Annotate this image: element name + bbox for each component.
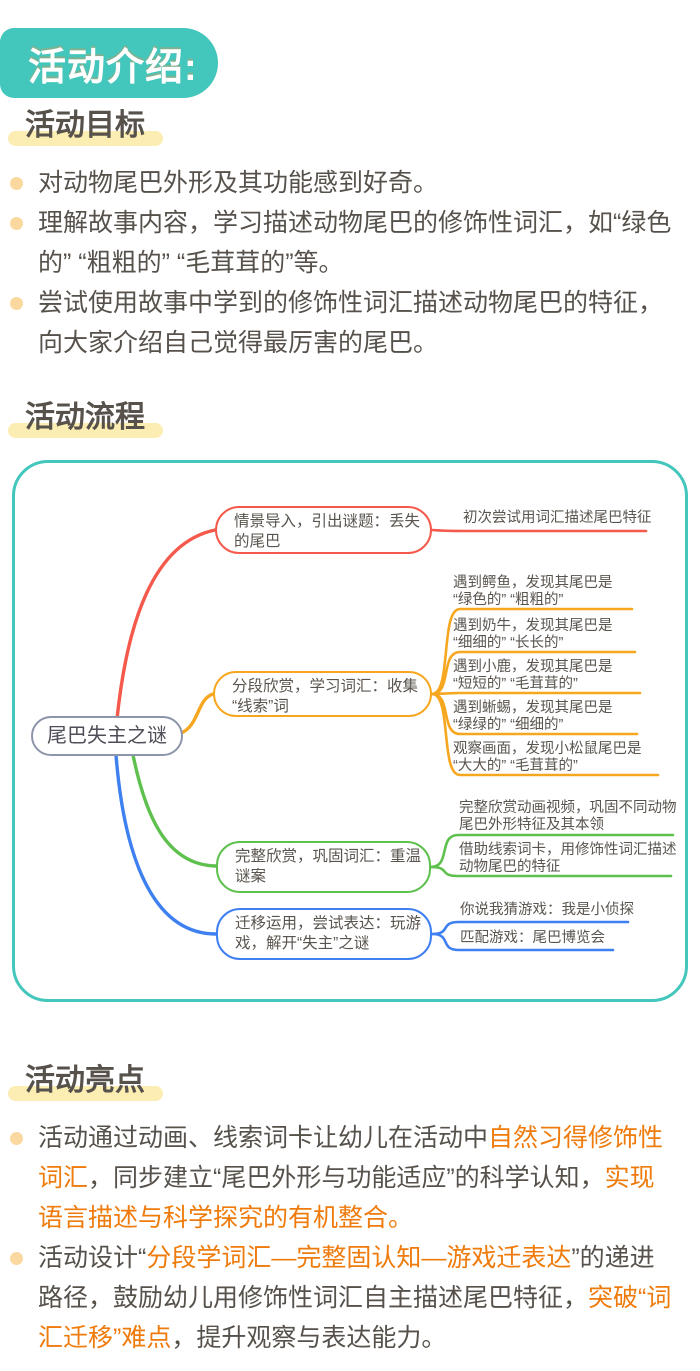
section-title: 活动亮点 — [25, 1064, 145, 1097]
list-item: 活动设计“分段学词汇—完整固认知—游戏迁表达”的递进路径，鼓励幼儿用修饰性词汇自… — [10, 1238, 672, 1358]
leaf-line-yellow — [430, 607, 634, 696]
text-segment-accent: 突破“词汇迁移”难点 — [38, 1284, 672, 1352]
text-segment-accent: 分段学词汇—完整固认知—游戏迁表达 — [146, 1244, 572, 1272]
list-item: 对动物尾巴外形及其功能感到好奇。 — [10, 163, 672, 203]
bullet-dot — [10, 297, 23, 310]
text-segment-accent: 自然习得修饰性词汇 — [38, 1124, 664, 1192]
branch-curve-blue — [114, 753, 218, 936]
mindmap-branch-node: 情景导入，引出谜题：丢失 的尾巴 — [215, 506, 432, 554]
text-segment: ”的递进路径，鼓励幼儿用修饰性词汇自主描述尾巴特征， — [38, 1244, 655, 1312]
mindmap-leaf: 观察画面，发现小松鼠尾巴是 “大大的” “毛茸茸的” — [453, 741, 642, 774]
bullet-text: 活动通过动画、线索词卡让幼儿在活动中自然习得修饰性词汇，同步建立“尾巴外形与功能… — [38, 1118, 672, 1238]
text-segment: ，提升观察与表达能力。 — [171, 1324, 447, 1352]
leaf-line-yellow — [430, 691, 642, 696]
branch-curve-red — [115, 528, 217, 721]
mindmap-leaf: 遇到小鹿，发现其尾巴是 “短短的” “毛茸茸的” — [453, 659, 613, 692]
list-item: 尝试使用故事中学到的修饰性词汇描述动物尾巴的特征，向大家介绍自己觉得最厉害的尾巴… — [10, 283, 672, 363]
leaf-line-yellow — [430, 692, 660, 777]
mindmap-branch-node: 迁移运用，尝试表达：玩游 戏，解开“失主”之谜 — [216, 908, 432, 960]
mindmap-root-node: 尾巴失主之谜 — [31, 716, 183, 756]
leaf-line-green — [429, 833, 675, 869]
section-heading-flow: 活动流程 — [8, 392, 163, 438]
leaf-line-yellow — [430, 650, 637, 696]
text-segment: ，同步建立“尾巴外形与功能适应”的科学认知， — [88, 1164, 605, 1192]
section-heading-highlights: 活动亮点 — [8, 1055, 163, 1101]
heading-highlight-bar — [8, 423, 163, 438]
mindmap-leaf: 完整欣赏动画视频，巩固不同动物 尾巴外形特征及其本领 — [459, 800, 677, 833]
mindmap-branch-node: 完整欣赏，巩固词汇：重温 谜案 — [216, 841, 431, 893]
branch-curve-green — [131, 753, 218, 868]
bullet-text: 尝试使用故事中学到的修饰性词汇描述动物尾巴的特征，向大家介绍自己觉得最厉害的尾巴… — [38, 289, 664, 357]
text-segment-accent: 实现语言描述与科学探究的有机整合。 — [38, 1164, 655, 1232]
bullet-dot — [10, 1252, 23, 1265]
leaf-line-red — [430, 528, 648, 533]
heading-highlight-bar — [8, 1086, 163, 1101]
page-title: 活动介绍: — [28, 46, 198, 89]
leaf-line-blue — [430, 932, 615, 952]
mindmap-leaf: 遇到蜥蜴，发现其尾巴是 “绿绿的” “细细的” — [453, 700, 613, 733]
highlights-bullet-list: 活动通过动画、线索词卡让幼儿在活动中自然习得修饰性词汇，同步建立“尾巴外形与功能… — [10, 1118, 672, 1358]
mindmap-branch-node: 分段欣赏，学习词汇：收集 “线索”词 — [213, 671, 432, 717]
bullet-dot — [10, 217, 23, 230]
mindmap-leaf: 初次尝试用词汇描述尾巴特征 — [463, 510, 652, 526]
mindmap-canvas: 尾巴失主之谜 情景导入，引出谜题：丢失 的尾巴 分段欣赏，学习词汇：收集 “线索… — [12, 460, 688, 1002]
section-heading-goals: 活动目标 — [8, 100, 163, 146]
list-item: 理解故事内容，学习描述动物尾巴的修饰性词汇，如“绿色的” “粗粗的” “毛茸茸的… — [10, 203, 672, 283]
bullet-text: 对动物尾巴外形及其功能感到好奇。 — [38, 169, 439, 197]
section-title: 活动目标 — [25, 109, 145, 142]
text-segment: 活动通过动画、线索词卡让幼儿在活动中 — [38, 1124, 489, 1152]
mindmap-leaf: 匹配游戏：尾巴博览会 — [460, 930, 605, 946]
text-segment: 活动设计“ — [38, 1244, 147, 1272]
branch-curve-yellow — [179, 692, 215, 735]
mindmap-leaf: 借助线索词卡，用修饰性词汇描述 动物尾巴的特征 — [459, 842, 677, 875]
bullet-text: 活动设计“分段学词汇—完整固认知—游戏迁表达”的递进路径，鼓励幼儿用修饰性词汇自… — [38, 1238, 672, 1358]
heading-highlight-bar — [8, 131, 163, 146]
mindmap-leaf: 遇到鳄鱼，发现其尾巴是 “绿色的” “粗粗的” — [453, 575, 613, 608]
section-title: 活动流程 — [25, 401, 145, 434]
goals-bullet-list: 对动物尾巴外形及其功能感到好奇。 理解故事内容，学习描述动物尾巴的修饰性词汇，如… — [10, 163, 672, 363]
leaf-line-green — [429, 865, 673, 878]
bullet-dot — [10, 1132, 23, 1145]
bullet-dot — [10, 177, 23, 190]
bullet-text: 理解故事内容，学习描述动物尾巴的修饰性词汇，如“绿色的” “粗粗的” “毛茸茸的… — [38, 209, 672, 277]
mindmap-leaf: 你说我猜游戏：我是小侦探 — [460, 902, 634, 918]
page-title-badge: 活动介绍: — [0, 28, 218, 98]
mindmap-connector-svg — [114, 528, 675, 952]
mindmap-leaf: 遇到奶牛，发现其尾巴是 “细细的” “长长的” — [453, 618, 613, 651]
list-item: 活动通过动画、线索词卡让幼儿在活动中自然习得修饰性词汇，同步建立“尾巴外形与功能… — [10, 1118, 672, 1238]
